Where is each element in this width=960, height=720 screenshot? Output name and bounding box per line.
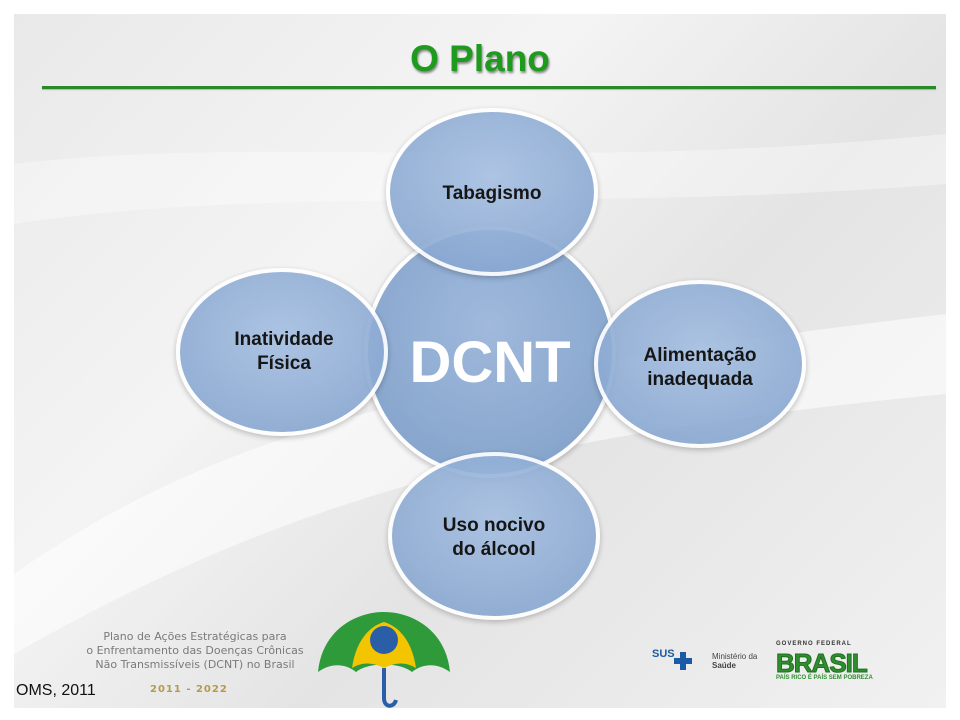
brasil-logo: BRASIL xyxy=(776,648,869,679)
plan-title-line-3: Não Transmissíveis (DCNT) no Brasil xyxy=(95,658,295,671)
center-label: DCNT xyxy=(409,330,570,395)
plan-title: Plano de Ações Estratégicas para o Enfre… xyxy=(80,630,310,672)
node-inatividade-label-2: Física xyxy=(257,353,311,374)
node-alcool-label-2: do álcool xyxy=(452,539,535,560)
node-alimentacao-label-2: inadequada xyxy=(647,369,753,390)
node-inatividade-label-1: Inatividade xyxy=(234,329,333,350)
government-label: GOVERNO FEDERAL xyxy=(776,641,852,647)
plan-title-line-2: o Enfrentamento das Doenças Crônicas xyxy=(86,644,304,657)
center-node-dcnt: DCNT xyxy=(364,226,616,478)
node-alcool: Uso nocivo do álcool xyxy=(388,452,600,620)
umbrella-logo-icon xyxy=(318,612,450,708)
ministry-line-1: Ministério da xyxy=(712,652,758,661)
node-alimentacao-label-1: Alimentação xyxy=(644,345,757,366)
sus-label: SUS xyxy=(652,648,675,660)
node-tabagismo: Tabagismo xyxy=(386,108,598,276)
brasil-slogan: PAÍS RICO É PAÍS SEM POBREZA xyxy=(776,675,873,681)
citation: OMS, 2011 xyxy=(16,682,96,699)
node-alimentacao: Alimentação inadequada xyxy=(594,280,806,448)
plan-years: 2011 - 2022 xyxy=(150,684,228,695)
ministry-line-2: Saúde xyxy=(712,661,737,670)
node-tabagismo-label: Tabagismo xyxy=(443,183,542,204)
node-inatividade: Inatividade Física xyxy=(176,268,388,436)
slide-title: O Plano xyxy=(410,38,550,79)
title-underline xyxy=(42,86,936,89)
sus-cross-icon xyxy=(674,652,692,670)
plan-title-line-1: Plano de Ações Estratégicas para xyxy=(103,630,287,643)
node-alcool-label-1: Uso nocivo xyxy=(443,515,545,536)
ministry-label: Ministério da Saúde xyxy=(712,652,757,670)
